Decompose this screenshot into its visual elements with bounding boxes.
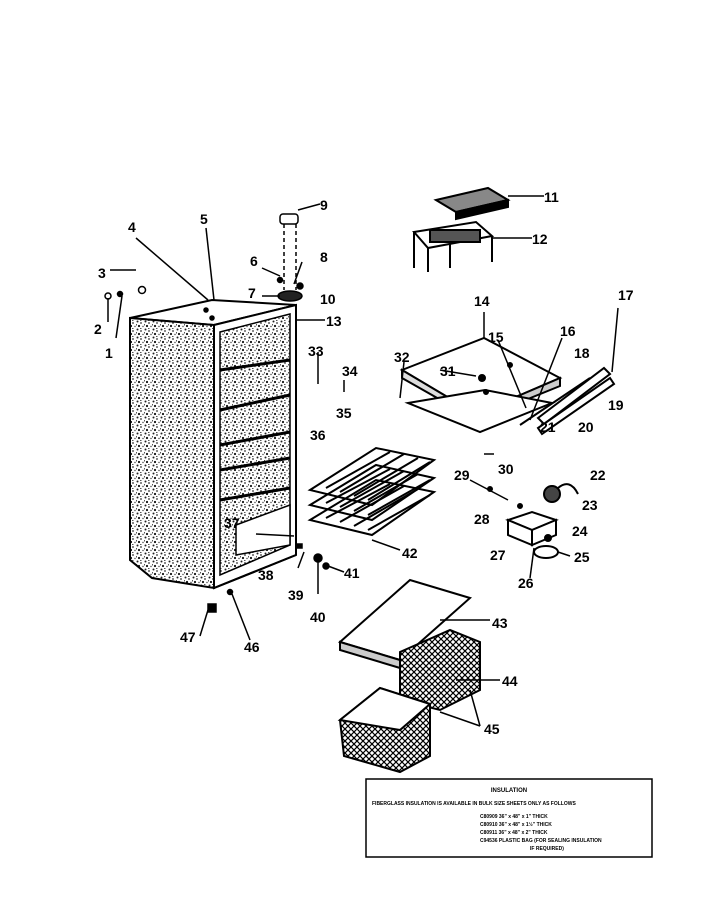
callout-7: 7 — [248, 285, 256, 301]
callout-38: 38 — [258, 567, 274, 583]
callout-33: 33 — [308, 343, 324, 359]
wire-shelves — [307, 446, 437, 537]
callout-8: 8 — [320, 249, 328, 265]
insulation-line-6: IF REQUIRED) — [530, 846, 564, 852]
callout-10: 10 — [320, 291, 336, 307]
callout-18: 18 — [574, 345, 590, 361]
callout-17: 17 — [618, 287, 634, 303]
callout-29: 29 — [454, 467, 470, 483]
callout-15: 15 — [488, 329, 504, 345]
callout-14: 14 — [474, 293, 490, 309]
callout-2: 2 — [94, 321, 102, 337]
callout-1: 1 — [105, 345, 113, 361]
insulation-line-3: C80910 36" x 48" x 1½" THICK — [480, 821, 552, 828]
callout-labels: 1 2 3 4 5 6 7 8 9 10 11 12 13 14 15 16 1… — [94, 189, 634, 737]
callout-42: 42 — [402, 545, 418, 561]
insulation-line-1: FIBERGLASS INSULATION IS AVAILABLE IN BU… — [372, 801, 576, 807]
callout-12: 12 — [532, 231, 548, 247]
callout-21: 21 — [540, 419, 556, 435]
insulation-note: INSULATION FIBERGLASS INSULATION IS AVAI… — [365, 778, 653, 858]
insulation-title: INSULATION — [491, 788, 527, 794]
callout-32: 32 — [394, 349, 410, 365]
baskets — [337, 628, 481, 774]
callout-13: 13 — [326, 313, 342, 329]
callout-35: 35 — [336, 405, 352, 421]
callout-37: 37 — [224, 515, 240, 531]
freezer-cabinet — [129, 298, 297, 590]
drain-pan-parts — [487, 483, 579, 559]
hinge-parts — [104, 213, 304, 321]
callout-24: 24 — [572, 523, 588, 539]
callout-25: 25 — [574, 549, 590, 565]
callout-27: 27 — [490, 547, 506, 563]
lower-small-parts — [207, 543, 330, 613]
callout-41: 41 — [344, 565, 360, 581]
callout-6: 6 — [250, 253, 258, 269]
callout-26: 26 — [518, 575, 534, 591]
callout-20: 20 — [578, 419, 594, 435]
callout-16: 16 — [560, 323, 576, 339]
callout-31: 31 — [440, 363, 456, 379]
callout-45: 45 — [484, 721, 500, 737]
insulation-line-5: C94536 PLASTIC BAG (FOR SEALING INSULATI… — [480, 838, 602, 844]
callout-44: 44 — [502, 673, 518, 689]
crisper-cover — [337, 578, 473, 670]
insulation-line-4: C80911 36" x 48" x 2" THICK — [480, 830, 548, 836]
cabinet-shelves — [219, 358, 291, 502]
leader-lines — [107, 195, 619, 727]
callout-11: 11 — [544, 189, 559, 205]
insulation-line-2: C80909 36" x 48" x 1" THICK — [480, 814, 548, 820]
callout-5: 5 — [200, 211, 208, 227]
callout-4: 4 — [128, 219, 136, 235]
callout-22: 22 — [590, 467, 606, 483]
callout-47: 47 — [180, 629, 196, 645]
callout-23: 23 — [582, 497, 598, 513]
callout-40: 40 — [310, 609, 326, 625]
callout-28: 28 — [474, 511, 490, 527]
door-assembly — [399, 336, 563, 434]
callout-3: 3 — [98, 265, 106, 281]
callout-39: 39 — [288, 587, 304, 603]
callout-9: 9 — [320, 197, 328, 213]
callout-43: 43 — [492, 615, 508, 631]
callout-30: 30 — [498, 461, 514, 477]
callout-34: 34 — [342, 363, 358, 379]
evaporator-cover — [412, 186, 511, 272]
callout-46: 46 — [244, 639, 260, 655]
callout-36: 36 — [310, 427, 326, 443]
callout-19: 19 — [608, 397, 624, 413]
